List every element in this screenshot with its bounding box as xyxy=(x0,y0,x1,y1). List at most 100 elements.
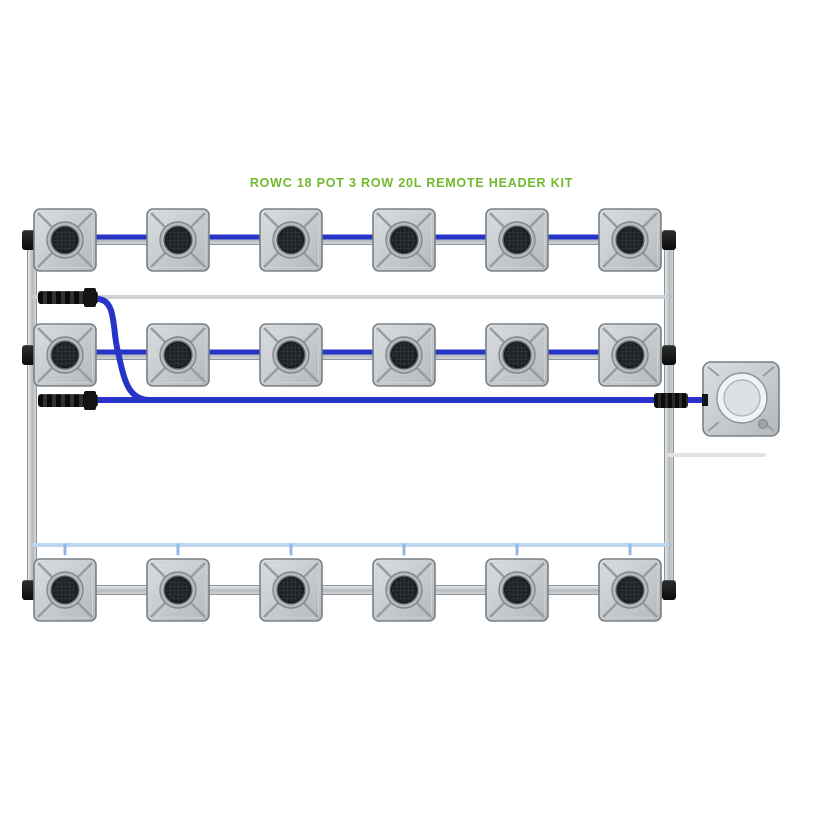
blue-crossover-tube xyxy=(94,296,153,403)
pot-graphic xyxy=(598,558,662,622)
pot-ridge xyxy=(602,562,619,579)
rail-clamp-top-right xyxy=(662,230,676,250)
pot-ridge xyxy=(641,366,658,383)
header-lid-inner xyxy=(723,379,761,417)
pot-graphic xyxy=(485,558,549,622)
pot-ridge xyxy=(302,562,319,579)
pot-graphic xyxy=(372,558,436,622)
pot-ridge xyxy=(489,327,506,344)
pot-row3-col4 xyxy=(372,558,436,622)
pot-row3-col1 xyxy=(33,558,97,622)
pot-ridge xyxy=(641,562,658,579)
pot-ridge xyxy=(150,601,167,618)
pot-ridge xyxy=(76,562,93,579)
rail-clamp-bottom-right xyxy=(662,580,676,600)
pot-ridge xyxy=(528,327,545,344)
pot-ridge xyxy=(150,327,167,344)
pot-ridge xyxy=(302,327,319,344)
pot-mesh-lid xyxy=(617,227,643,253)
pot-ridge xyxy=(189,601,206,618)
pot-graphic xyxy=(33,558,97,622)
pot-mesh-lid xyxy=(165,227,191,253)
product-title: ROWC 18 POT 3 ROW 20L REMOTE HEADER KIT xyxy=(249,176,574,190)
pot-row1-col6 xyxy=(598,208,662,272)
pot-ridge xyxy=(415,251,432,268)
pot-ridge xyxy=(641,601,658,618)
pot-ridge xyxy=(263,327,280,344)
pot-ridge xyxy=(302,251,319,268)
pot-graphic xyxy=(598,323,662,387)
pot-ridge xyxy=(76,251,93,268)
pot-mesh-lid xyxy=(504,577,530,603)
pot-bevel xyxy=(602,212,658,268)
pot-mesh-lid xyxy=(391,577,417,603)
pot-ridge xyxy=(37,601,54,618)
rail-clamp-mid-left xyxy=(22,345,36,365)
pot-ridge xyxy=(528,562,545,579)
feed-connector-row2 xyxy=(38,394,98,407)
pot-ridge xyxy=(528,366,545,383)
pot-bevel xyxy=(263,562,319,618)
pot-ridge xyxy=(189,562,206,579)
pot-ridge xyxy=(415,366,432,383)
pot-bevel xyxy=(150,562,206,618)
header-ridge xyxy=(707,421,720,432)
pot-ridge xyxy=(37,327,54,344)
rail-clamp-bottom-left xyxy=(22,580,36,600)
pot-ridge xyxy=(415,601,432,618)
pot-row2-col1 xyxy=(33,323,97,387)
pot-mesh-lid xyxy=(52,227,78,253)
pot-row3-col5 xyxy=(485,558,549,622)
pot-ridge xyxy=(489,212,506,229)
pot-ridge xyxy=(76,601,93,618)
pot-ridge xyxy=(641,327,658,344)
pot-graphic xyxy=(598,208,662,272)
pot-ridge xyxy=(489,366,506,383)
pot-row3-col3 xyxy=(259,558,323,622)
pot-mesh-lid xyxy=(165,577,191,603)
pot-mesh-lid xyxy=(391,227,417,253)
pot-ridge xyxy=(76,327,93,344)
pot-ridge xyxy=(263,212,280,229)
pot-bevel xyxy=(489,212,545,268)
header-ridge xyxy=(707,366,720,377)
pot-graphic xyxy=(146,323,210,387)
pot-bevel xyxy=(37,327,93,383)
rail-clamp-top-left xyxy=(22,230,36,250)
pot-ridge xyxy=(602,366,619,383)
pot-graphic xyxy=(33,323,97,387)
pot-row2-col5 xyxy=(485,323,549,387)
pot-graphic xyxy=(146,558,210,622)
pot-mesh-lid xyxy=(52,342,78,368)
rail-clamp-mid-right xyxy=(662,345,676,365)
pot-graphic xyxy=(259,208,323,272)
pot-bevel xyxy=(37,562,93,618)
remote-header-tank xyxy=(702,361,780,437)
pot-ridge xyxy=(263,601,280,618)
feed-connector-row1 xyxy=(38,291,98,304)
pot-mesh-lid xyxy=(278,227,304,253)
pot-graphic xyxy=(33,208,97,272)
pot-ridge xyxy=(263,562,280,579)
pot-bevel xyxy=(37,212,93,268)
pot-mesh-lid xyxy=(504,342,530,368)
feed-connector-row2-nut xyxy=(84,391,96,410)
pot-ridge xyxy=(150,562,167,579)
pot-ridge xyxy=(150,212,167,229)
header-ridge xyxy=(762,366,775,377)
pot-ridge xyxy=(263,366,280,383)
pot-ridge xyxy=(641,212,658,229)
pot-ridge xyxy=(76,212,93,229)
pot-ridge xyxy=(602,212,619,229)
pot-ridge xyxy=(302,601,319,618)
pot-ridge xyxy=(528,212,545,229)
pot-ridge xyxy=(376,601,393,618)
pot-bevel xyxy=(376,562,432,618)
pot-ridge xyxy=(37,366,54,383)
pot-bevel xyxy=(489,327,545,383)
pot-row2-col4 xyxy=(372,323,436,387)
pot-graphic xyxy=(259,558,323,622)
pot-bevel xyxy=(489,562,545,618)
pot-graphic xyxy=(485,323,549,387)
